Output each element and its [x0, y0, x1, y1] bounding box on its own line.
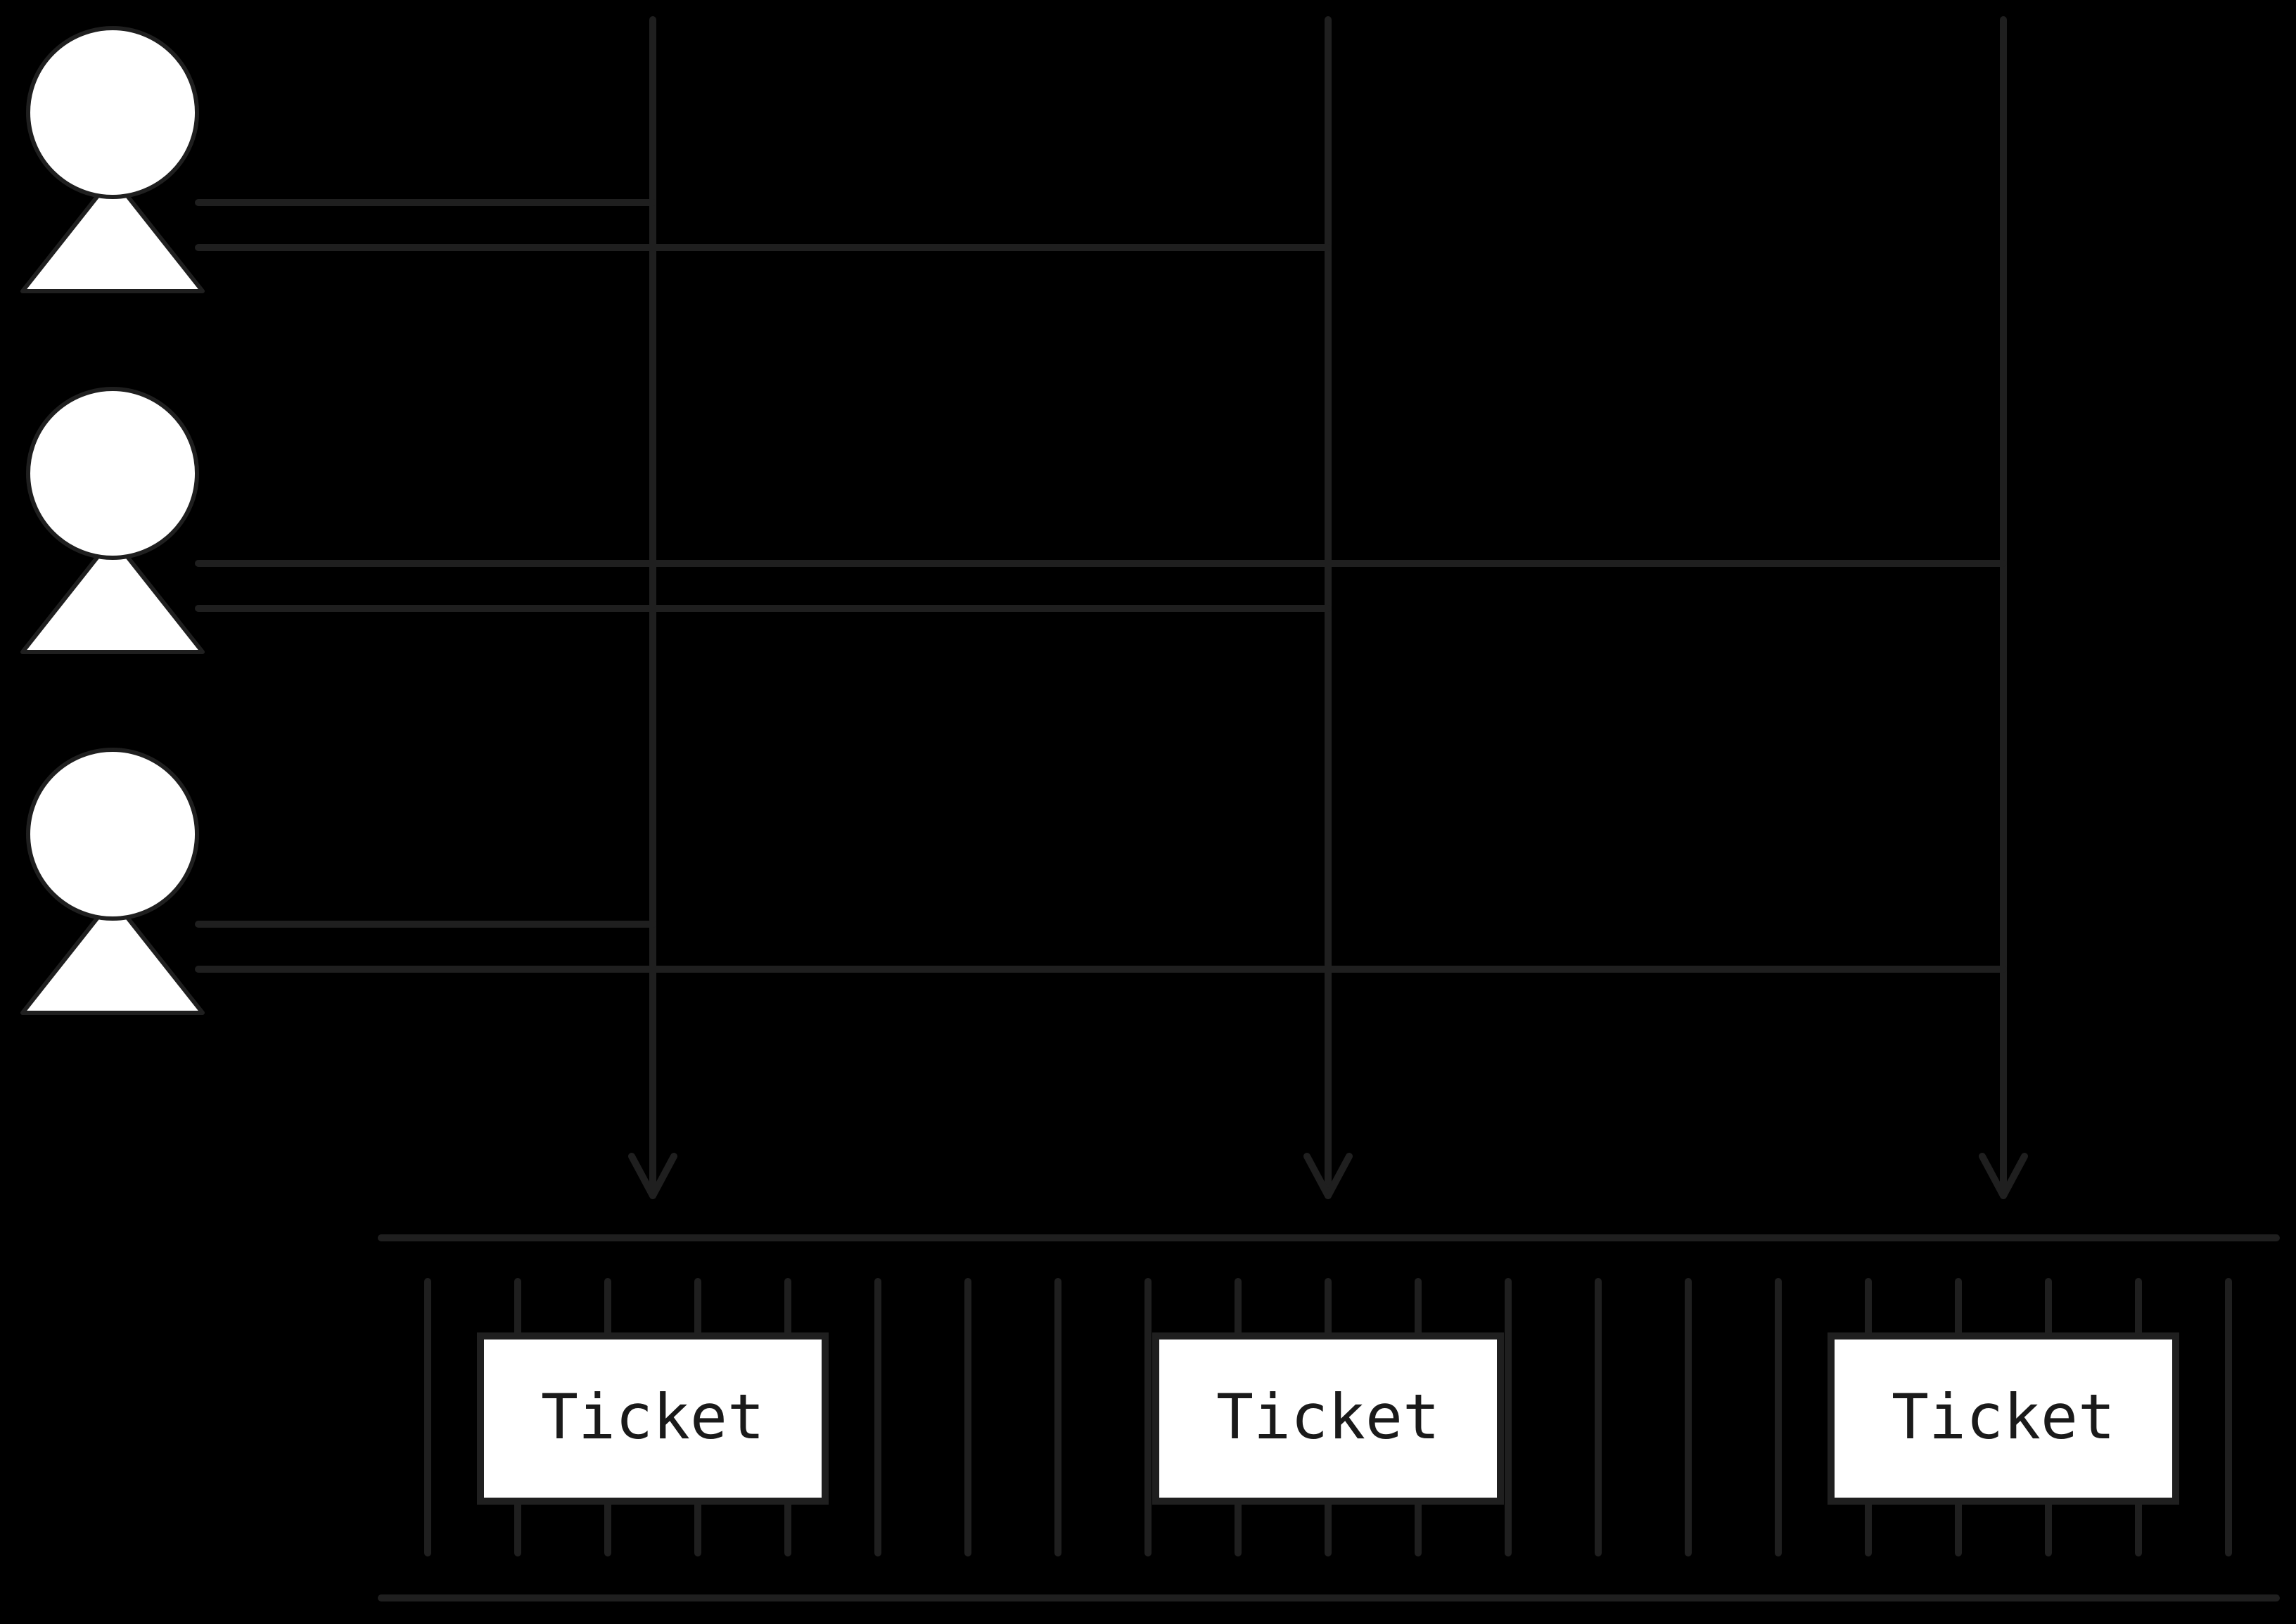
person-1 [20, 26, 205, 293]
people-layer [20, 26, 205, 1015]
person-icon-body [20, 536, 205, 654]
person-icon-body [20, 175, 205, 293]
arrowhead-down-icon [1979, 1153, 2028, 1199]
person-icon-body [20, 897, 205, 1015]
ticket-box [1152, 1332, 1504, 1505]
arrow-layer [628, 1153, 2028, 1199]
ticket-box [1828, 1332, 2179, 1505]
person-icon [26, 748, 199, 921]
ticket-card: Ticket [477, 1332, 829, 1505]
person-icon [26, 387, 199, 560]
ticket-label: Ticket [541, 1381, 765, 1453]
arrowhead-down-icon [628, 1153, 677, 1199]
person-icon [26, 26, 199, 199]
ticket-box [477, 1332, 829, 1505]
person-3 [20, 748, 205, 1015]
ticket-card: Ticket [1828, 1332, 2179, 1505]
ticket-layer: Ticket Ticket Ticket [477, 1332, 2179, 1505]
ticket-label: Ticket [1216, 1381, 1440, 1453]
ticket-card: Ticket [1152, 1332, 1504, 1505]
arrowhead-down-icon [1303, 1153, 1353, 1199]
person-2 [20, 387, 205, 654]
connector-layer [195, 16, 2007, 1199]
ticket-label: Ticket [1892, 1381, 2115, 1453]
